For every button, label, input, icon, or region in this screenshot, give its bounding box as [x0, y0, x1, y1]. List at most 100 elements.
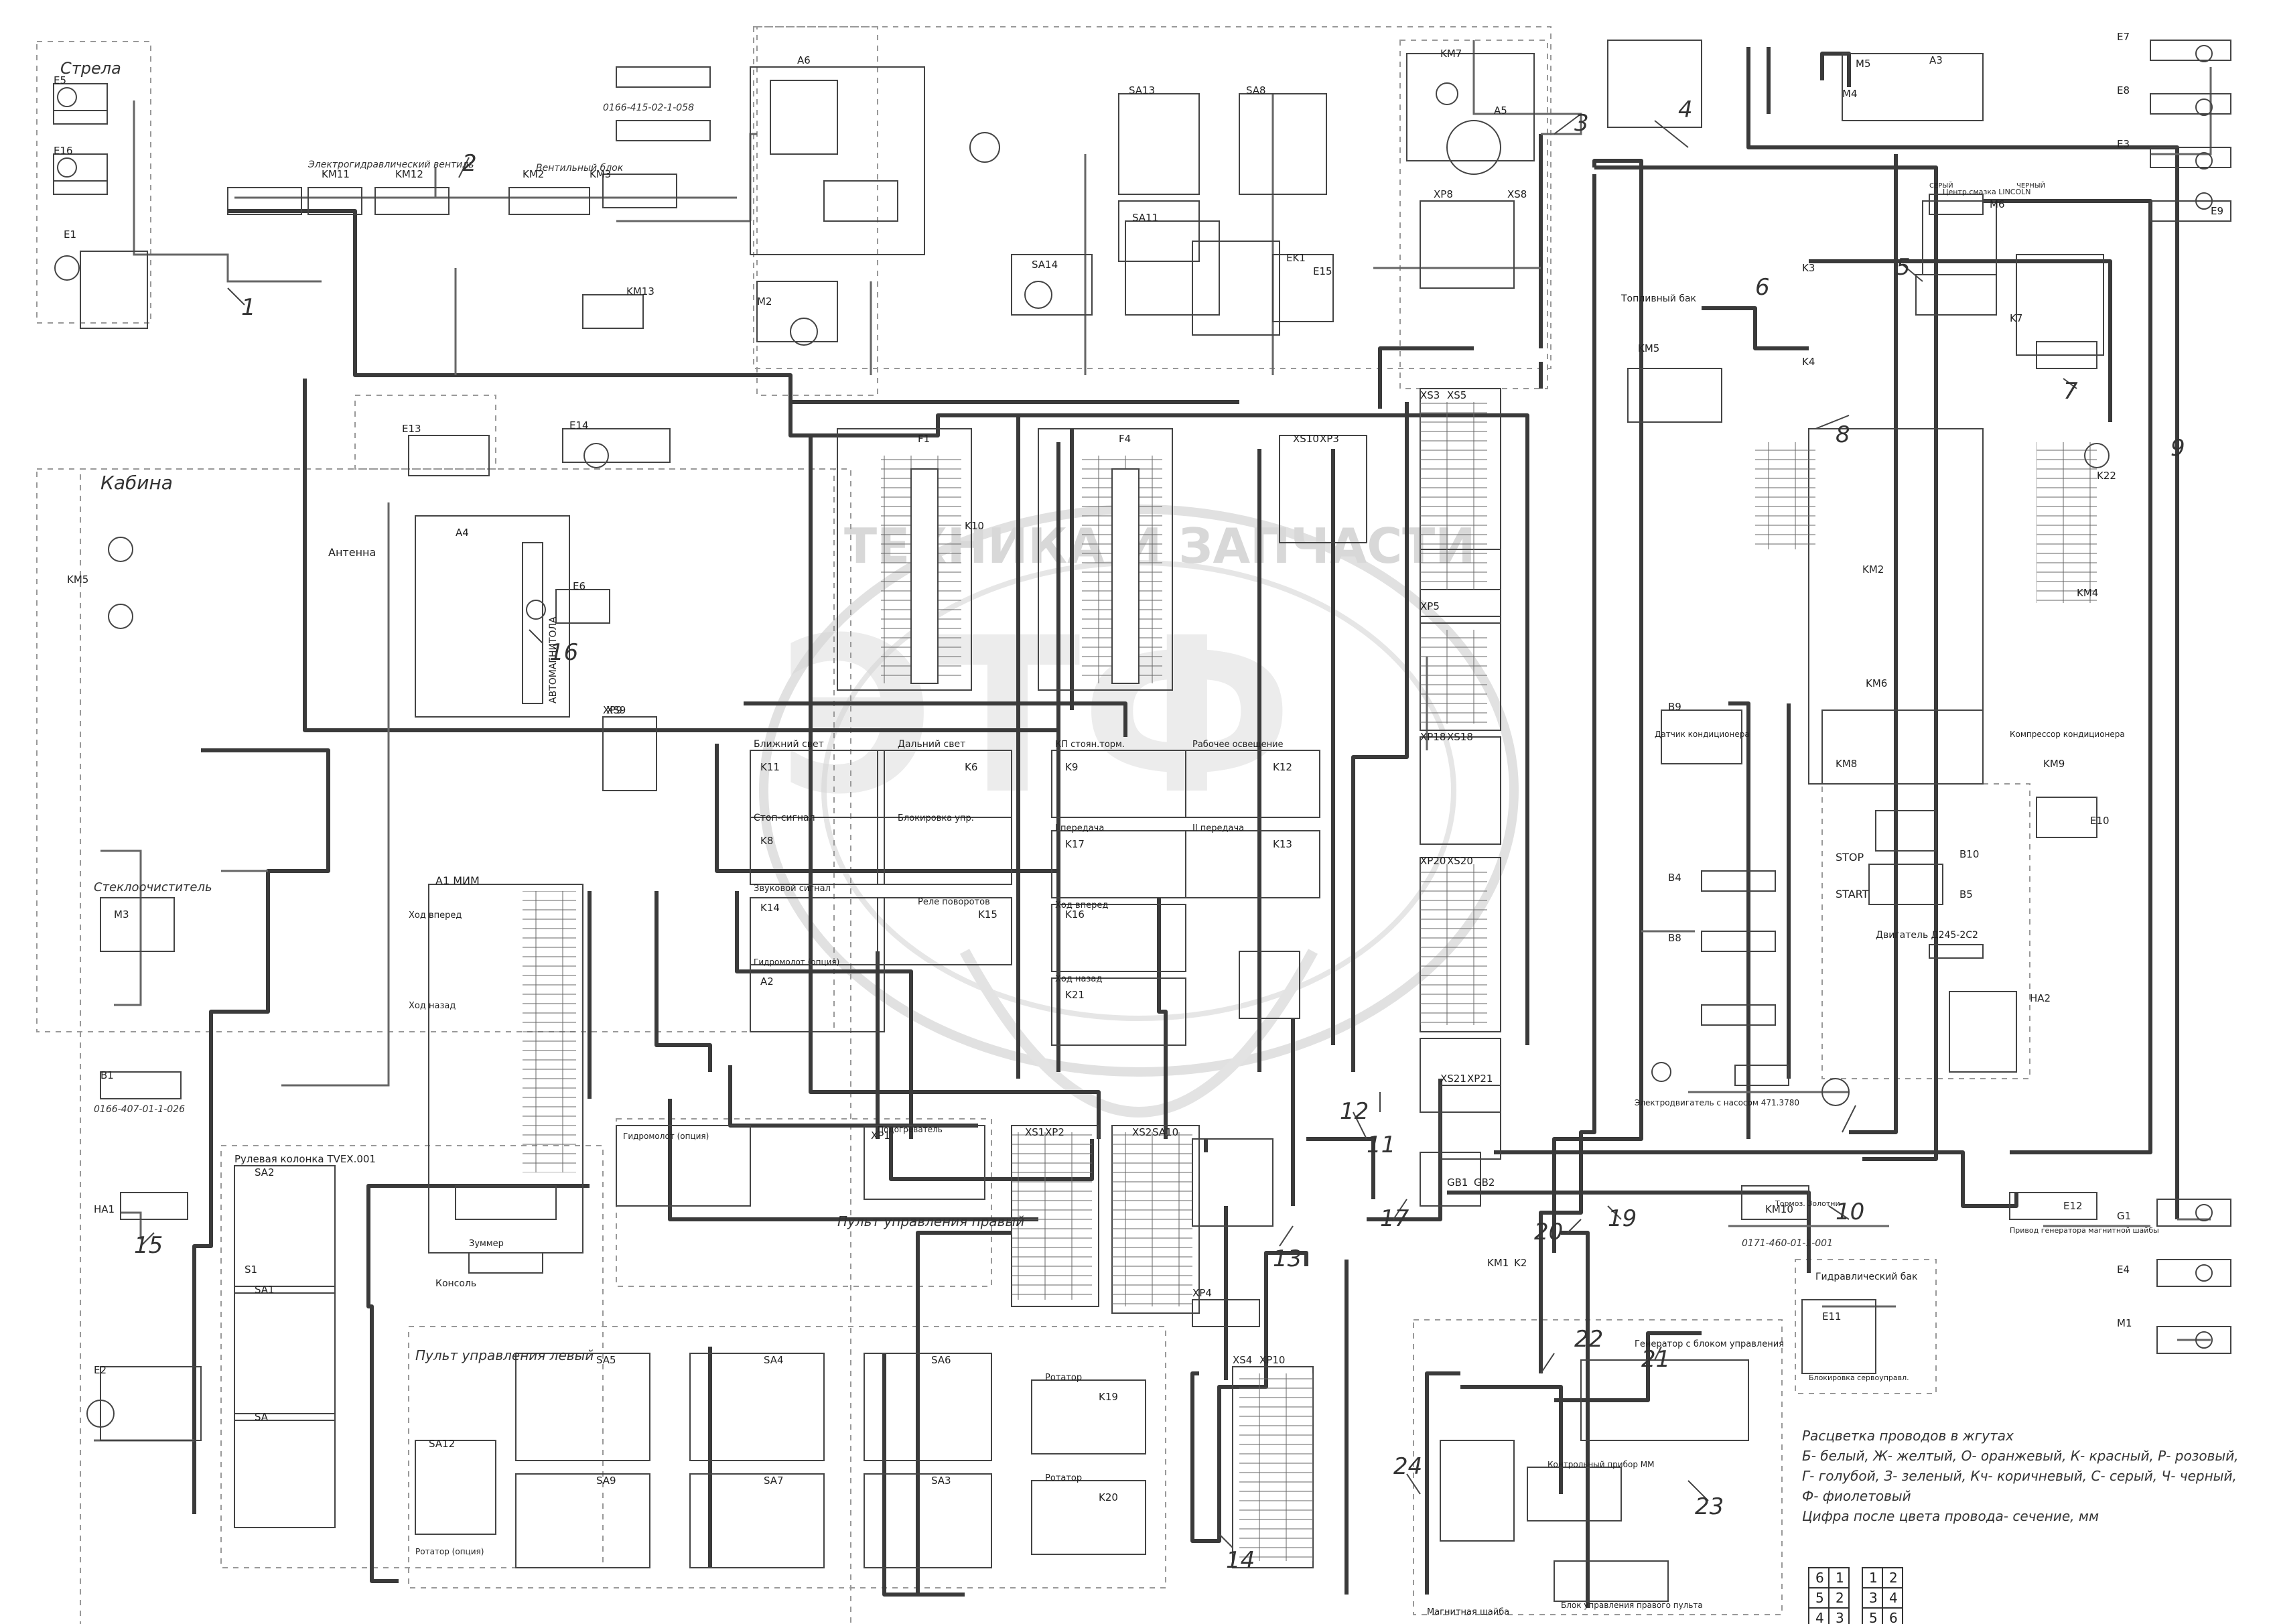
label-generator: Генератор с блоком управления	[1635, 1339, 1784, 1349]
callout-14: 14	[1226, 1547, 1255, 1574]
component-code: XP18	[1420, 731, 1446, 743]
callout-13: 13	[1273, 1245, 1302, 1272]
label-elektro-ventil: Электрогидравлический вентиль	[307, 159, 474, 170]
callout-9: 9	[2170, 435, 2185, 462]
component-code: SA13	[1129, 84, 1155, 96]
relay-ii-peredacha: II передача	[1192, 823, 1244, 833]
component-code: XS3	[1420, 389, 1440, 401]
component-code: KM8	[1836, 758, 1857, 770]
label-zummer: Зуммер	[469, 1239, 504, 1249]
component-code: XP21	[1467, 1073, 1493, 1085]
component-code: XP8	[1434, 188, 1453, 200]
component-code: E11	[1822, 1310, 1842, 1323]
component-code: B5	[1959, 888, 1973, 900]
legend-line-1: Расцветка проводов в жгутах	[1802, 1428, 2014, 1444]
callout-4: 4	[1678, 96, 1693, 123]
component-code: M6	[1990, 198, 2005, 210]
component-code: E7	[2117, 31, 2130, 43]
part-notes: 0166-415-02-1-058 0166-407-01-1-026 0171…	[94, 103, 2045, 1249]
component-code: K13	[1273, 838, 1292, 850]
callout-10: 10	[1836, 1199, 1864, 1225]
callout-20: 20	[1534, 1219, 1563, 1245]
component-code: B9	[1668, 701, 1681, 713]
component-code: S1	[245, 1264, 257, 1276]
component-code: GB1	[1447, 1176, 1468, 1189]
label-kabina: Кабина	[100, 472, 173, 494]
component-code: A3	[1929, 54, 1943, 66]
callout-3: 3	[1574, 110, 1589, 137]
component-code: SA14	[1032, 259, 1058, 271]
component-code: E4	[2117, 1264, 2130, 1276]
component-code: E15	[1313, 265, 1332, 277]
component-code: XS18	[1447, 731, 1473, 743]
component-code: E5	[54, 74, 66, 86]
relay-rabochee: Рабочее освещение	[1192, 740, 1284, 750]
callout-11: 11	[1367, 1132, 1395, 1158]
legend-line-3: Г- голубой, З- зеленый, Кч- коричневый, …	[1802, 1468, 2237, 1484]
component-code: K20	[1099, 1491, 1118, 1503]
component-code: EK1	[1286, 252, 1306, 264]
relay-i-peredacha: I передача	[1055, 823, 1104, 833]
fuse-blocks	[910, 468, 1140, 684]
label-konsol: Консоль	[435, 1278, 476, 1289]
component-code: SA5	[596, 1354, 616, 1366]
pin-b: 6	[1889, 1610, 1898, 1624]
component-code: XP10	[1259, 1354, 1285, 1366]
callout-15: 15	[134, 1232, 163, 1259]
component-code: K21	[1065, 989, 1085, 1001]
component-code: E12	[2063, 1200, 2083, 1212]
callout-2: 2	[462, 150, 477, 177]
component-code: F4	[1119, 433, 1131, 445]
component-code: SA9	[596, 1475, 616, 1487]
pin-a: 3	[1836, 1610, 1844, 1624]
label-rul: Рулевая колонка TVEX.001	[234, 1153, 376, 1165]
component-boxes	[53, 40, 2231, 1602]
component-code: F1	[918, 433, 930, 445]
component-code: E16	[54, 145, 73, 157]
component-code: SA1	[255, 1284, 275, 1296]
component-code: M4	[1842, 88, 1858, 100]
component-code: XP1	[871, 1130, 890, 1142]
component-code: E13	[402, 423, 421, 435]
component-code: XP9	[603, 704, 622, 716]
note-sery: СЕРЫЙ	[1929, 181, 1953, 190]
svg-text:ЭТФ: ЭТФ	[777, 592, 1293, 841]
component-code: B8	[1668, 932, 1681, 944]
connector-pinouts	[1808, 1567, 1903, 1624]
pin-a: 4	[1815, 1610, 1824, 1624]
callout-leaders	[140, 113, 2077, 1548]
component-code: KM13	[626, 285, 654, 297]
component-code: M5	[1856, 58, 1871, 70]
pin-a: 5	[1815, 1590, 1824, 1606]
component-code: E10	[2090, 815, 2110, 827]
component-code: K7	[2010, 312, 2022, 324]
component-code: K15	[978, 908, 997, 921]
label-strela: Стрела	[60, 59, 121, 78]
label-toplivny: Топливный бак	[1621, 293, 1696, 304]
label-ventil-blok: Вентильный блок	[536, 163, 624, 174]
label-steklo: Стеклоочиститель	[94, 880, 212, 894]
note-part-2: 0166-407-01-1-026	[94, 1104, 185, 1115]
component-code: KM2	[523, 168, 544, 180]
component-code: M3	[114, 908, 129, 921]
component-code: K3	[1802, 262, 1815, 274]
callout-12: 12	[1340, 1098, 1369, 1125]
relay-blokir-upr: Блокировка упр.	[898, 813, 974, 823]
label-gidromolot: Гидромолот (опция)	[623, 1132, 709, 1141]
component-code: B1	[100, 1069, 114, 1081]
callout-6: 6	[1755, 274, 1770, 301]
component-code: K16	[1065, 908, 1085, 921]
wire-color-legend: Расцветка проводов в жгутах Б- белый, Ж-…	[1802, 1428, 2239, 1524]
component-code: K10	[965, 520, 984, 532]
component-code: B4	[1668, 872, 1681, 884]
component-code: SA6	[931, 1354, 951, 1366]
component-code: E8	[2117, 84, 2130, 96]
label-xod-nazad: Ход назад	[409, 1001, 456, 1011]
callout-22: 22	[1574, 1326, 1603, 1353]
relay-stop-signal: Стоп-сигнал	[754, 813, 815, 823]
component-code: A5	[1494, 105, 1507, 117]
component-code: SA7	[764, 1475, 784, 1487]
component-code: K4	[1802, 356, 1815, 368]
